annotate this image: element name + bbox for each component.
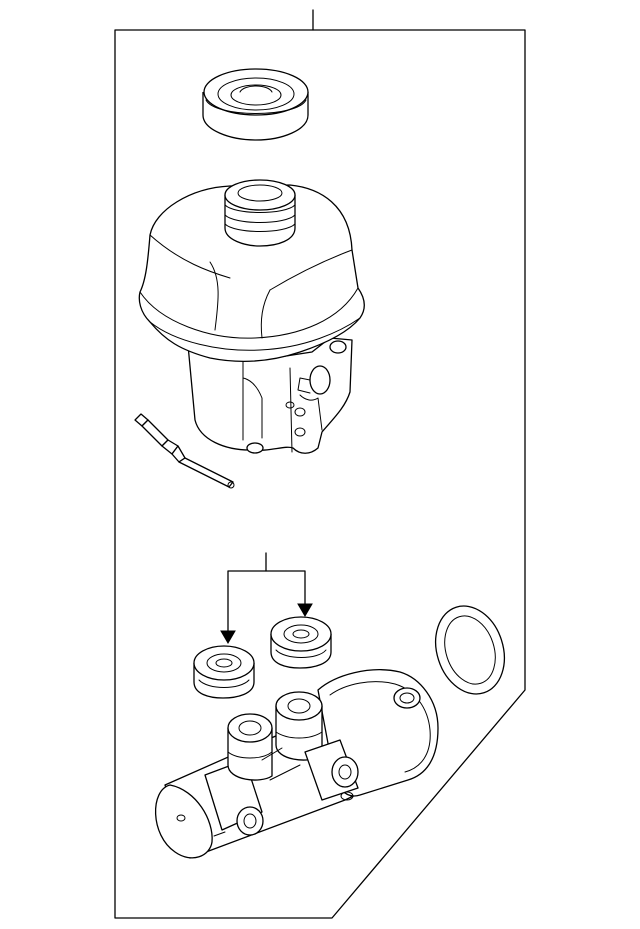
master-cylinder-body-icon [154,669,439,859]
grommet-leader [220,552,313,644]
reservoir-grommet-front-icon [193,645,255,699]
assembly-frame [114,9,526,919]
reservoir-cap-icon [202,68,309,141]
mounting-seal-ring-icon [435,605,505,695]
reservoir-grommet-rear-icon [270,616,332,669]
level-sensor-icon [134,413,235,489]
fluid-reservoir-icon [138,179,365,454]
